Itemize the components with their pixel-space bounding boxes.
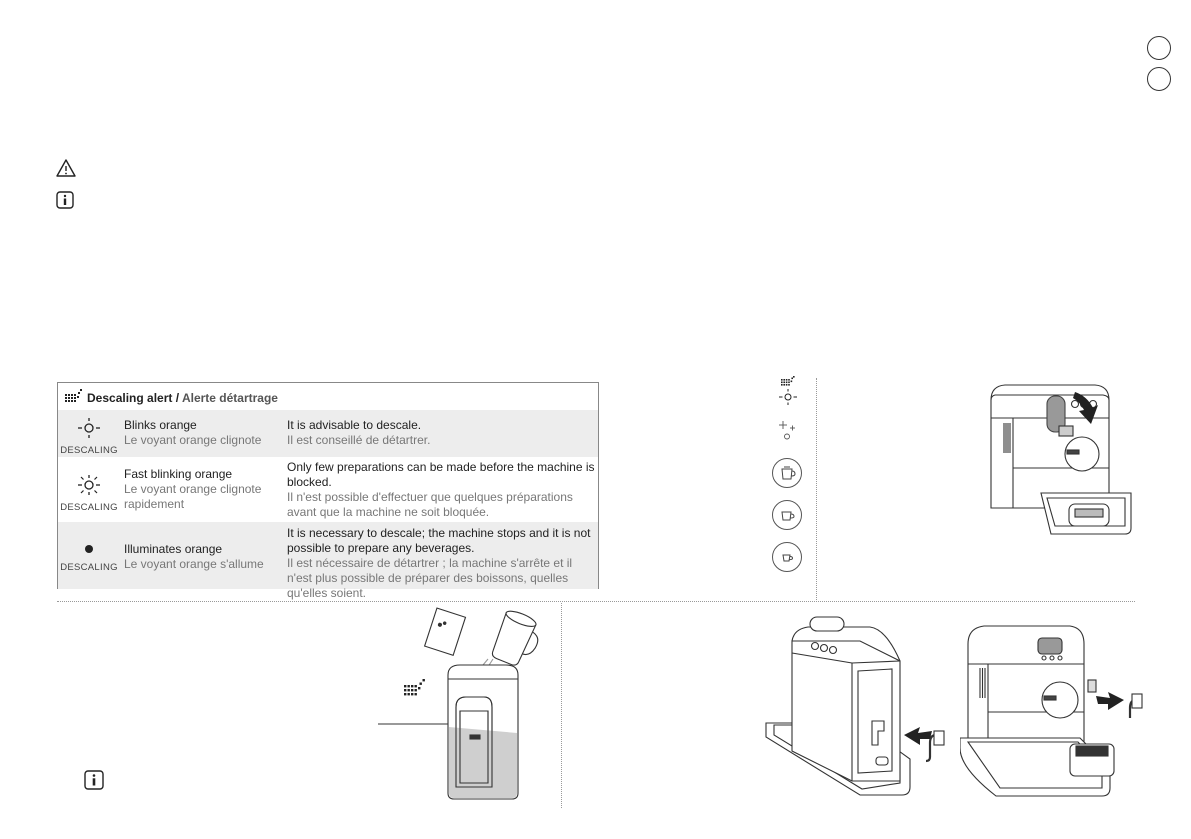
solid-light-icon	[85, 545, 93, 553]
info-fr: Il n'est possible d'effectuer que quelqu…	[287, 490, 573, 519]
medium-cup-button[interactable]	[772, 500, 802, 530]
info-en: It is advisable to descale.	[287, 418, 422, 432]
info-text: It is advisable to descale. Il est conse…	[287, 418, 597, 448]
descaling-tank-illustration	[378, 607, 539, 800]
separator-horizontal	[57, 601, 1135, 602]
descaling-label: DESCALING	[60, 445, 118, 456]
row-indicator: DESCALING	[58, 475, 120, 513]
table-row: DESCALING Illuminates orange Le voyant o…	[58, 522, 598, 600]
small-cup-icon	[782, 554, 794, 562]
machine-front-illustration	[960, 625, 1143, 797]
status-fr: Le voyant orange clignote	[124, 433, 262, 447]
table-row: DESCALING Blinks orange Le voyant orange…	[58, 410, 598, 457]
descaling-dots-icon	[404, 679, 425, 696]
small-cup-button[interactable]	[772, 542, 802, 572]
status-en: Illuminates orange	[124, 542, 223, 556]
info-en: It is necessary to descale; the machine …	[287, 526, 591, 555]
status-en: Fast blinking orange	[124, 467, 233, 481]
machine-back-illustration	[765, 616, 945, 796]
status-fr: Le voyant orange s'allume	[124, 557, 264, 571]
row-indicator: DESCALING	[58, 418, 120, 456]
large-cup-icon	[781, 466, 796, 480]
info-fr: Il est conseillé de détartrer.	[287, 433, 431, 447]
table-header: Descaling alert / Alerte détartrage	[58, 383, 598, 410]
descaling-label: DESCALING	[60, 562, 118, 573]
blinking-light-icon	[779, 389, 797, 405]
status-fr: Le voyant orange clignote rapidement	[124, 482, 262, 511]
info-icon	[84, 770, 104, 790]
info-text: It is necessary to descale; the machine …	[287, 526, 597, 601]
separator-vertical-top	[816, 378, 817, 600]
status-text: Blinks orange Le voyant orange clignote	[124, 418, 261, 448]
status-en: Blinks orange	[124, 418, 197, 432]
table-row: DESCALING Fast blinking orange Le voyant…	[58, 457, 598, 522]
info-en: Only few preparations can be made before…	[287, 460, 595, 489]
sparkle-light-icon	[779, 421, 795, 440]
status-text: Illuminates orange Le voyant orange s'al…	[124, 542, 264, 572]
status-text: Fast blinking orange Le voyant orange cl…	[124, 467, 274, 512]
descaling-alert-table: Descaling alert / Alerte détartrage DESC…	[57, 382, 599, 600]
medium-cup-icon	[781, 511, 795, 521]
separator-vertical-bottom	[561, 603, 562, 808]
descaling-dots-icon	[781, 376, 795, 386]
descaling-label: DESCALING	[60, 502, 118, 513]
large-cup-button[interactable]	[772, 458, 802, 488]
table-title: Descaling alert / Alerte détartrage	[87, 391, 278, 405]
language-marker-1	[1147, 36, 1171, 60]
warning-triangle-icon	[56, 159, 76, 177]
machine-illustration-top	[990, 384, 1132, 535]
info-text: Only few preparations can be made before…	[287, 460, 597, 520]
row-indicator: DESCALING	[58, 542, 120, 573]
info-fr: Il est nécessaire de détartrer ; la mach…	[287, 556, 573, 600]
descaling-dots-icon	[65, 389, 82, 402]
info-icon	[56, 191, 74, 209]
language-marker-2	[1147, 67, 1171, 91]
blinking-light-icon	[78, 418, 100, 438]
fast-blinking-light-icon	[78, 475, 100, 495]
